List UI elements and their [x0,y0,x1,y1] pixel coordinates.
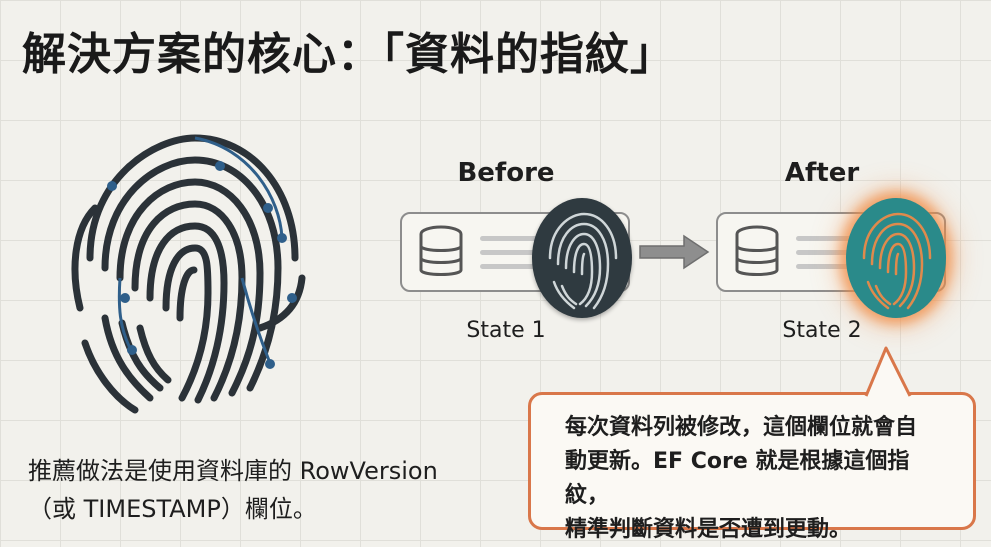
fingerprint-before-icon [532,198,632,318]
after-label: After [784,158,860,188]
recommendation-line-1: 推薦做法是使用資料庫的 RowVersion [28,457,438,485]
page-title: 解決方案的核心：「資料的指紋」 [22,29,675,80]
fingerprint-after-icon [846,198,946,318]
before-label: Before [457,158,555,188]
database-icon [416,224,466,280]
state-2-caption: State 2 [782,318,862,343]
recommendation-line-2: （或 TIMESTAMP）欄位。 [28,495,317,523]
explanation-callout: 每次資料列被修改，這個欄位就會自 動更新。EF Core 就是根據這個指紋， 精… [528,392,976,542]
callout-line-2: 動更新。EF Core 就是根據這個指紋， [565,449,910,508]
callout-line-1: 每次資料列被修改，這個欄位就會自 [565,415,918,440]
record-fields [480,236,560,278]
recommendation-note: 推薦做法是使用資料庫的 RowVersion （或 TIMESTAMP）欄位。 [28,452,498,528]
callout-pointer [864,346,912,397]
fingerprint-icon [60,118,310,418]
record-fields [796,236,876,278]
database-icon [732,224,782,280]
callout-line-3: 精準判斷資料是否遭到更動。 [565,517,852,542]
arrow-right-icon [636,232,712,272]
state-1-caption: State 1 [466,318,546,343]
